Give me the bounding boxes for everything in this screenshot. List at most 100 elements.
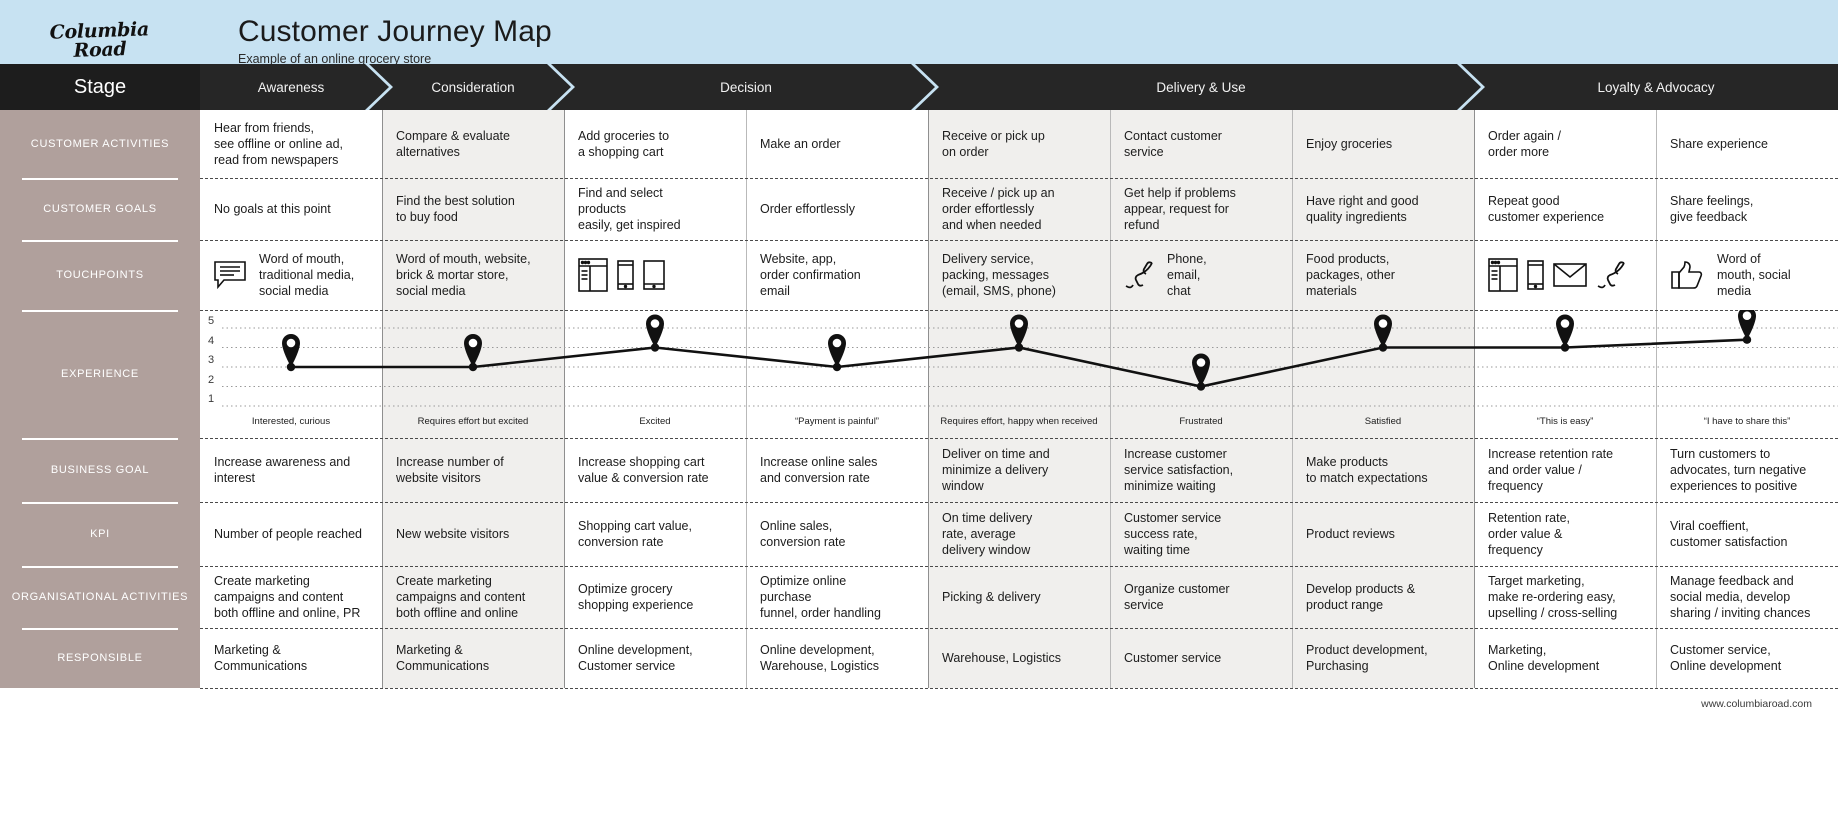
cell-customer-activities-7: Enjoy groceries [1292,110,1474,178]
experience-caption-6: Frustrated [1179,416,1223,427]
stage-header-2[interactable]: Consideration [382,64,564,110]
cell-touchpoints-6: Phone,email,chat [1110,240,1292,310]
row-divider [200,566,1838,567]
row-divider [200,628,1838,629]
cell-responsible-4: Online development,Warehouse, Logistics [746,628,928,688]
sidebar-row-label-4: EXPERIENCE [0,310,200,438]
cell-organisational-activities-5: Picking & delivery [928,566,1110,628]
sidebar-label-text: TOUCHPOINTS [56,269,144,281]
stage-header-5[interactable]: Loyalty & Advocacy [1474,64,1838,110]
stage-label: Decision [720,79,772,95]
cell-text: Share feelings,give feedback [1670,194,1754,224]
sidebar-label-text: RESPONSIBLE [57,652,143,664]
touchpoint-text: Phone,email,chat [1167,252,1207,298]
row-divider [200,438,1838,439]
sidebar-divider [22,502,178,504]
cell-text: Enjoy groceries [1306,137,1393,151]
sidebar-row-label-3: TOUCHPOINTS [0,240,200,310]
sidebar-label-text: CUSTOMER GOALS [43,203,157,215]
cell-kpi-3: Shopping cart value,conversion rate [564,502,746,566]
cell-text: Product reviews [1306,527,1395,541]
row-divider [200,178,1838,179]
cell-customer-activities-4: Make an order [746,110,928,178]
cell-organisational-activities-8: Target marketing,make re-ordering easy,u… [1474,566,1656,628]
cell-text: Target marketing,make re-ordering easy,u… [1488,574,1618,620]
cell-text: Online development,Customer service [578,643,693,673]
page-footer: www.columbiaroad.com [0,688,1838,822]
speech-bubble-icon [214,261,248,289]
touchpoint-content: Word of mouth, website,brick & mortar st… [396,251,550,299]
cell-kpi-7: Product reviews [1292,502,1474,566]
sidebar-label-text: CUSTOMER ACTIVITIES [30,138,170,150]
cell-responsible-5: Warehouse, Logistics [928,628,1110,688]
column-divider [746,110,747,688]
cell-kpi-9: Viral coeffient,customer satisfaction [1656,502,1838,566]
sidebar-row-label-5: BUSINESS GOAL [0,438,200,502]
cell-text: Online development,Warehouse, Logistics [760,643,880,673]
sidebar-label-text: EXPERIENCE [61,368,139,380]
touchpoint-content [1488,258,1642,292]
cell-text: Customer service [1124,651,1222,665]
touchpoint-icon-set [214,261,248,289]
cell-customer-goals-9: Share feelings,give feedback [1656,178,1838,240]
cell-text: Online sales,conversion rate [760,519,846,549]
column-divider [1656,110,1657,688]
touchpoint-icon-set [1124,260,1156,290]
stage-header-3[interactable]: Decision [564,64,928,110]
tablet-icon [643,260,665,290]
cell-touchpoints-5: Delivery service,packing, messages(email… [928,240,1110,310]
phone-handset-icon [1596,260,1628,290]
cell-customer-goals-1: No goals at this point [200,178,382,240]
sidebar-divider [22,178,178,180]
stage-row-label: Stage [0,64,200,110]
stage-header-4[interactable]: Delivery & Use [928,64,1474,110]
touchpoint-icon-set [1488,258,1628,292]
experience-caption-1: Interested, curious [251,416,331,427]
footer-divider [200,688,1838,689]
cell-text: Picking & delivery [942,590,1041,604]
footer-url: www.columbiaroad.com [1701,698,1812,710]
cell-text: Retention rate,order value &frequency [1488,511,1570,557]
experience-caption-9: “I have to share this” [1703,416,1791,427]
column-divider [928,110,929,688]
envelope-icon [1553,263,1587,287]
sidebar-divider [22,438,178,440]
y-axis-tick-5: 5 [208,315,215,327]
experience-caption-5: Requires effort, happy when received [940,416,1098,427]
cell-customer-activities-1: Hear from friends,see offline or online … [200,110,382,178]
cell-text: Develop products &product range [1306,582,1416,612]
cell-text: Shopping cart value,conversion rate [578,519,692,549]
stage-header-1[interactable]: Awareness [200,64,382,110]
browser-window-icon [578,258,608,292]
cell-text: Make an order [760,137,841,151]
